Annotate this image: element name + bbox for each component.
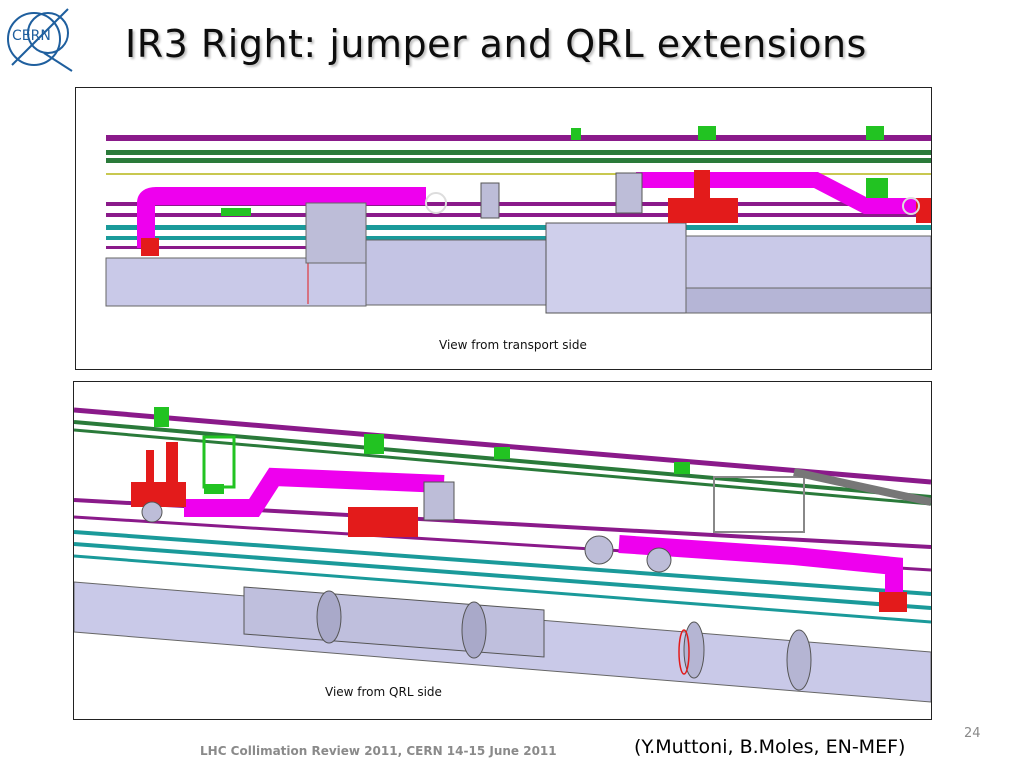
- figure-qrl-side: View from QRL side: [73, 381, 932, 720]
- caption-qrl-side: View from QRL side: [325, 685, 442, 699]
- page-number: 24: [964, 726, 981, 741]
- footer-credit: (Y.Muttoni, B.Moles, EN-MEF): [634, 736, 906, 758]
- figure-transport-side: View from transport side: [75, 87, 932, 370]
- cern-logo: CERN: [4, 3, 76, 73]
- footer-event: LHC Collimation Review 2011, CERN 14-15 …: [200, 744, 557, 758]
- cern-logo-text: CERN: [12, 28, 51, 44]
- caption-transport-side: View from transport side: [439, 338, 587, 352]
- cad-render-transport-side: [105, 126, 931, 314]
- slide-title: IR3 Right: jumper and QRL extensions: [125, 22, 867, 66]
- cad-render-qrl-side: [74, 407, 931, 703]
